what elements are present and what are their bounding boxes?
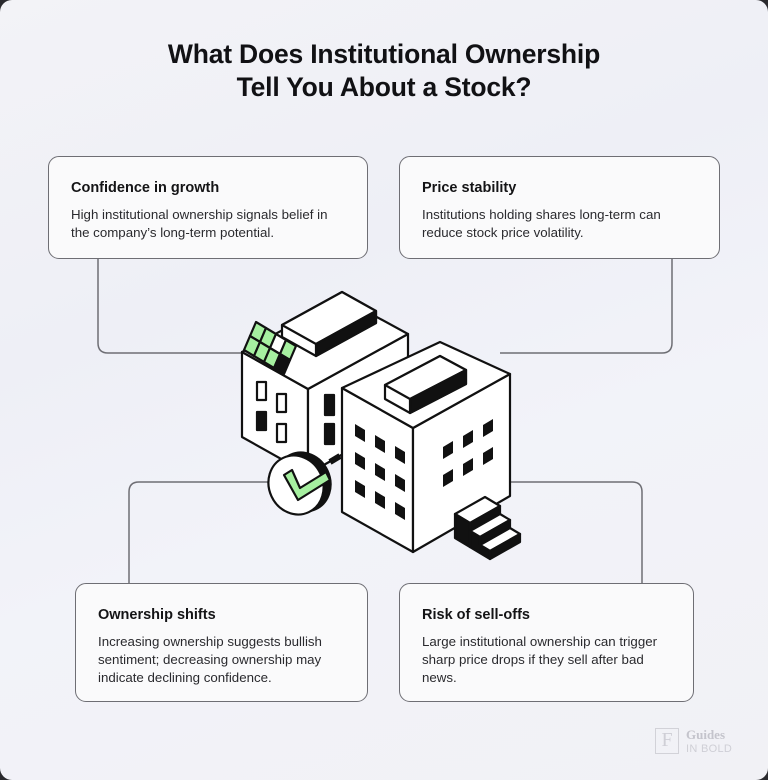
guides-in-bold-logo: F Guides IN BOLD: [655, 726, 755, 760]
card-body: Large institutional ownership can trigge…: [422, 634, 658, 685]
office-building-icon: [340, 340, 522, 561]
buildings-illustration: [240, 290, 522, 561]
solar-panel-icon: [242, 320, 298, 376]
card-heading: Confidence in growth: [71, 180, 220, 196]
card-confidence-in-growth: Confidence in growth High institutional …: [48, 156, 368, 259]
card-heading: Price stability: [422, 180, 517, 196]
card-heading: Risk of sell-offs: [422, 607, 530, 623]
card-body: Increasing ownership suggests bullish se…: [98, 634, 322, 685]
logo-text-line-2: IN BOLD: [686, 743, 733, 755]
connector-top-left: [97, 258, 245, 354]
connector-bottom-right: [510, 481, 643, 584]
connector-top-right: [500, 258, 673, 354]
card-risk-of-sell-offs: Risk of sell-offs Large institutional ow…: [399, 583, 694, 702]
title-line-1: What Does Institutional Ownership: [167, 39, 601, 69]
card-ownership-shifts: Ownership shifts Increasing ownership su…: [75, 583, 368, 702]
title-line-2: Tell You About a Stock?: [236, 72, 532, 102]
logo-mark-icon: F: [655, 728, 679, 754]
checkmark-badge-icon: [267, 451, 342, 516]
card-heading: Ownership shifts: [98, 607, 216, 623]
page-title: What Does Institutional Ownership Tell Y…: [0, 38, 768, 104]
card-body: Institutions holding shares long-term ca…: [422, 207, 661, 240]
connector-bottom-left: [128, 481, 290, 584]
entrance-stairs-icon: [453, 495, 522, 561]
card-price-stability: Price stability Institutions holding sha…: [399, 156, 720, 259]
logo-text-line-1: Guides: [686, 727, 726, 742]
card-body: High institutional ownership signals bel…: [71, 207, 328, 240]
